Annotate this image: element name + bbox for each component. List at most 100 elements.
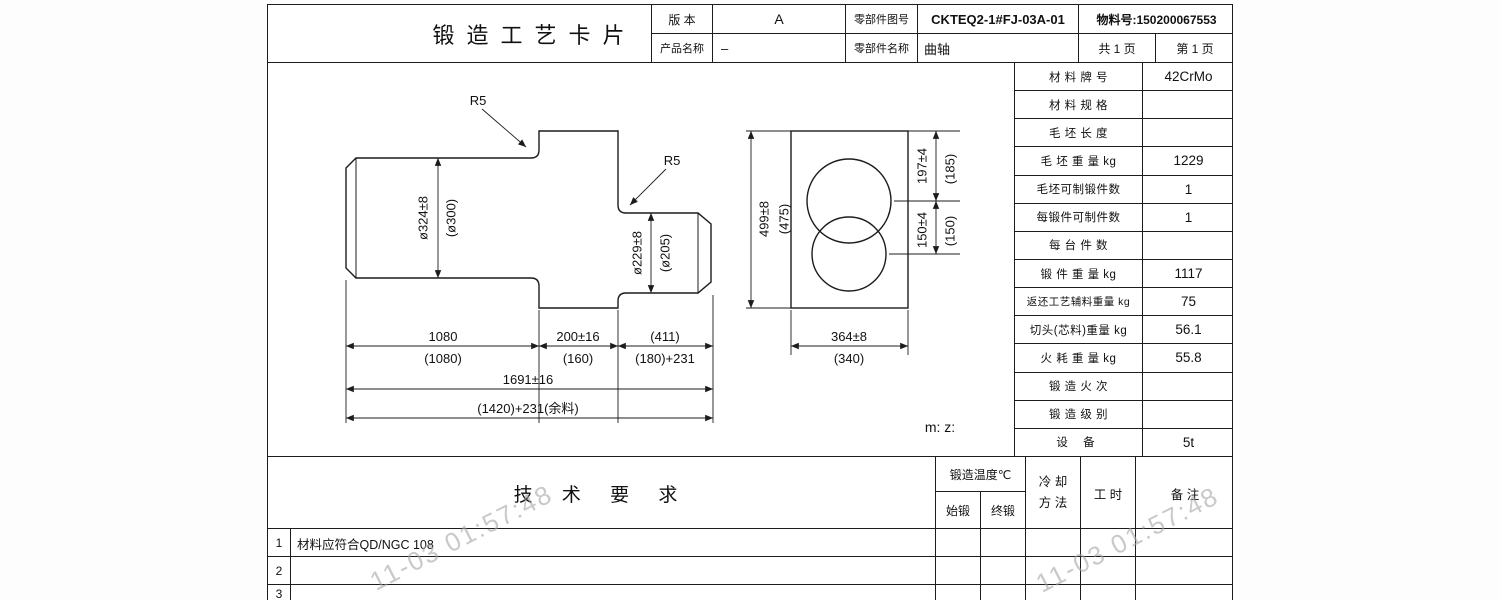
requirement-text	[291, 557, 936, 585]
table-row: 锻 造 火 次	[1015, 372, 1232, 401]
hours-cell	[1081, 529, 1136, 557]
crankshaft-profile	[345, 130, 712, 309]
product-name-label: 产品名称	[652, 34, 713, 63]
row-label: 每锻件可制件数	[1036, 212, 1121, 225]
row-value	[1142, 119, 1232, 147]
length-ref-label: (1080)	[424, 351, 462, 366]
row-label: 材 料 牌 号	[1048, 71, 1109, 84]
row-label: 锻 件 重 量 kg	[1040, 268, 1117, 281]
cooling-cell	[1026, 529, 1081, 557]
cooling-method-header-line1: 冷 却	[1038, 474, 1068, 489]
offset-ref-label: (150)	[942, 216, 957, 246]
end-temp-cell	[981, 529, 1026, 557]
tech-requirements-band: 技 术 要 求 锻造温度℃ 始锻 终锻 冷 却 方 法 工 时 备 注	[268, 456, 1232, 529]
table-row: 毛 坯 重 量 kg 1229	[1015, 147, 1232, 176]
start-temp-cell	[936, 557, 981, 585]
dimension-lines	[345, 108, 960, 423]
row-label: 材 料 规 格	[1048, 99, 1109, 112]
card-title: 锻造工艺卡片	[268, 5, 652, 63]
diameter-label: ø229±8	[629, 231, 644, 275]
row-value: 42CrMo	[1142, 63, 1232, 91]
table-row: 毛 坯 长 度	[1015, 119, 1232, 148]
row-label: 切头(芯料)重量 kg	[1029, 324, 1128, 337]
table-row: 材 料 规 格	[1015, 91, 1232, 120]
part-name-value: 曲轴	[918, 34, 1079, 63]
requirement-text: 材料应符合QD/NGC 108	[291, 529, 936, 557]
row-value	[1142, 400, 1232, 428]
length-label: 1080	[429, 329, 458, 344]
remarks-cell	[1136, 585, 1232, 600]
version-label: 版 本	[652, 5, 713, 34]
cooling-method-header-line2: 方 法	[1038, 496, 1068, 510]
start-temp-cell	[936, 585, 981, 600]
table-row: 每锻件可制件数 1	[1015, 203, 1232, 232]
row-label: 返还工艺辅料重量 kg	[1026, 296, 1131, 309]
width-ref-label: (340)	[834, 351, 864, 366]
row-value	[1142, 91, 1232, 119]
remarks-cell	[1136, 529, 1232, 557]
end-temp-cell	[981, 557, 1026, 585]
table-row: 每 台 件 数	[1015, 231, 1232, 260]
row-label: 毛坯可制锻件数	[1036, 184, 1121, 197]
work-hours-header: 工 时	[1081, 457, 1136, 529]
row-label: 火 耗 重 量 kg	[1040, 352, 1117, 365]
row-value: 56.1	[1142, 316, 1232, 344]
table-row: 设 备 5t	[1015, 428, 1232, 456]
start-temp-cell	[936, 529, 981, 557]
process-card-sheet: 锻造工艺卡片 版 本 A 零部件图号 CKTEQ2-1#FJ-03A-01 物料…	[267, 4, 1233, 600]
row-value: 5t	[1142, 428, 1232, 456]
fillet-radius-label: R5	[470, 93, 487, 108]
row-label: 毛 坯 长 度	[1048, 127, 1109, 140]
end-view	[790, 130, 909, 309]
row-label: 锻 造 火 次	[1048, 381, 1109, 394]
row-value	[1142, 231, 1232, 259]
table-row: 锻 造 级 别	[1015, 400, 1232, 429]
length-label: 200±16	[556, 329, 599, 344]
offset-label: 197±4	[914, 148, 929, 184]
row-number: 3	[268, 585, 291, 600]
diameter-label: ø324±8	[415, 196, 430, 240]
part-name-label: 零部件名称	[846, 34, 918, 63]
material-table: 材 料 牌 号 42CrMo 材 料 规 格 毛 坯 长 度 毛 坯 重 量 kg…	[1014, 63, 1232, 456]
requirement-row: 2	[268, 556, 1232, 585]
page-number: 第 1 页	[1156, 34, 1232, 63]
cooling-cell	[1026, 585, 1081, 600]
mz-note: m: z:	[925, 419, 955, 435]
diameter-ref-label: (ø300)	[443, 199, 458, 237]
end-forging-header: 终锻	[981, 492, 1026, 529]
height-label: 499±8	[756, 201, 771, 237]
material-no: 物料号:150200067553	[1079, 5, 1232, 34]
forging-temp-header: 锻造温度℃	[936, 457, 1026, 492]
row-label: 每 台 件 数	[1048, 240, 1109, 253]
tech-requirements-title: 技 术 要 求	[268, 457, 936, 529]
part-no-label: 零部件图号	[846, 5, 918, 34]
product-name-value: –	[713, 34, 846, 63]
height-ref-label: (475)	[776, 204, 791, 234]
row-label: 毛 坯 重 量 kg	[1040, 155, 1117, 168]
width-label: 364±8	[831, 329, 867, 344]
remarks-header: 备 注	[1170, 487, 1200, 502]
row-value	[1142, 372, 1232, 400]
row-label: 设 备	[1056, 437, 1101, 450]
cooling-cell	[1026, 557, 1081, 585]
row-value: 1229	[1142, 147, 1232, 175]
table-row: 锻 件 重 量 kg 1117	[1015, 259, 1232, 289]
dimension-labels: R5 R5 ø324±8 (ø300) ø229±8 (ø205) 1080 (…	[415, 93, 957, 435]
length-ref-label: (160)	[563, 351, 593, 366]
row-value: 1	[1142, 203, 1232, 231]
row-value: 75	[1142, 288, 1232, 316]
table-row: 切头(芯料)重量 kg 56.1	[1015, 316, 1232, 345]
fillet-radius-label: R5	[664, 153, 681, 168]
row-value: 1117	[1142, 259, 1232, 288]
pages-total: 共 1 页	[1079, 34, 1156, 63]
total-length-ref-label: (1420)+231(余料)	[477, 401, 579, 416]
table-row: 材 料 牌 号 42CrMo	[1015, 63, 1232, 92]
requirement-text	[291, 585, 936, 600]
length-label: (411)	[650, 329, 679, 344]
technical-drawing: R5 R5 ø324±8 (ø300) ø229±8 (ø205) 1080 (…	[345, 93, 960, 435]
table-row: 返还工艺辅料重量 kg 75	[1015, 288, 1232, 317]
total-length-label: 1691±16	[503, 372, 554, 387]
